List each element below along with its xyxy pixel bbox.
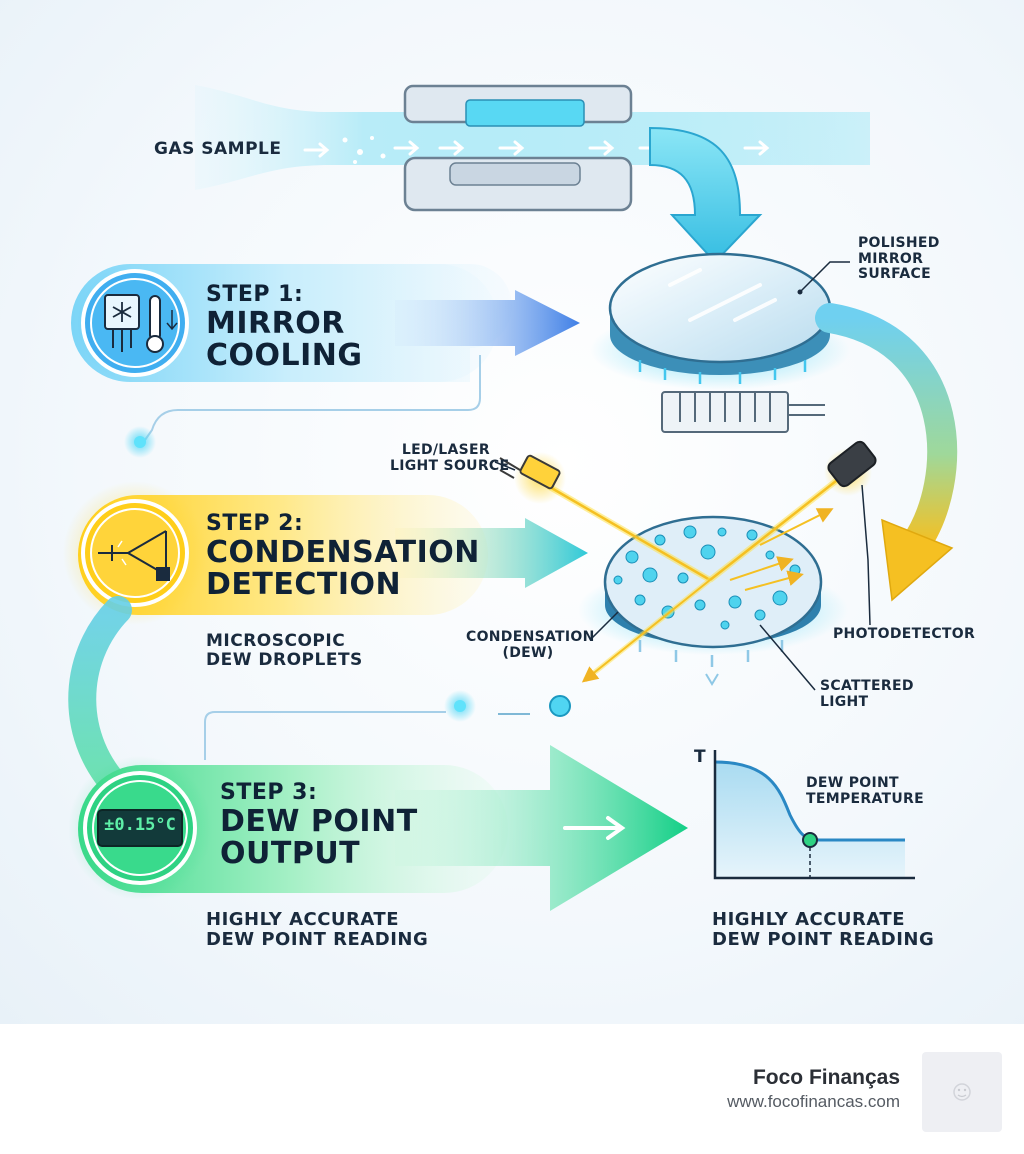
photodetector-label: PHOTODETECTOR: [833, 626, 976, 642]
step3-text: STEP 3: DEW POINT OUTPUT: [220, 780, 418, 872]
step2-text: STEP 2: CONDENSATION DETECTION: [206, 511, 480, 603]
cycle-arrow-right: [815, 303, 958, 602]
connector-2: [204, 690, 571, 760]
scattered-light-label: SCATTERED LIGHT: [820, 678, 914, 710]
graph-note: HIGHLY ACCURATE DEW POINT READING: [712, 909, 935, 951]
polished-mirror: [590, 252, 850, 433]
step3-title-2: OUTPUT: [220, 836, 361, 872]
step3-note: HIGHLY ACCURATE DEW POINT READING: [206, 909, 429, 951]
brand-logo: [922, 1052, 1002, 1132]
diagram-illustration: [63, 84, 958, 911]
step1-number: STEP 1:: [206, 282, 304, 307]
step3-pill: [68, 745, 688, 911]
step3-number: STEP 3:: [220, 780, 318, 805]
graph-axis-label: T: [694, 747, 706, 767]
diagram: GAS SAMPLE POLISHED MIRROR SURFACE LED/L…: [0, 0, 1024, 1024]
step1-icon: [104, 294, 178, 353]
logo-icon: [953, 1083, 971, 1101]
leader-lines: [589, 611, 816, 691]
gas-pipe: [195, 84, 870, 264]
dew-point-graph: [713, 750, 915, 880]
condensation-mirror: [578, 515, 848, 686]
condensation-label: CONDENSATION (DEW): [466, 629, 595, 661]
footer: Foco Finanças www.focofinancas.com: [0, 1024, 1024, 1154]
led-light-source-icon: [494, 452, 566, 504]
step2-number: STEP 2:: [206, 511, 304, 536]
step2-note: MICROSCOPIC DEW DROPLETS: [206, 631, 363, 671]
photodetector-icon: [824, 440, 877, 626]
brand-name: Foco Finanças: [752, 1066, 900, 1089]
step2-icon: [98, 530, 170, 581]
gas-sample-label: GAS SAMPLE: [154, 139, 282, 159]
connector-1: [124, 355, 481, 458]
step1-text: STEP 1: MIRROR COOLING: [206, 282, 363, 374]
mirror-label: POLISHED MIRROR SURFACE: [858, 235, 940, 283]
step3-title-1: DEW POINT: [220, 803, 418, 839]
light-source-label: LED/LASER LIGHT SOURCE: [390, 442, 510, 474]
step2-title-2: DETECTION: [206, 567, 402, 603]
step2-pill: [63, 481, 588, 625]
light-beams: [546, 467, 852, 683]
step3-display: ±0.15°C: [104, 815, 176, 835]
brand-url: www.focofinancas.com: [727, 1092, 900, 1111]
step2-title-1: CONDENSATION: [206, 534, 480, 570]
step1-title-2: COOLING: [206, 338, 363, 374]
dew-point-temperature-label: DEW POINT TEMPERATURE: [806, 775, 924, 807]
step1-title-1: MIRROR: [206, 305, 345, 341]
